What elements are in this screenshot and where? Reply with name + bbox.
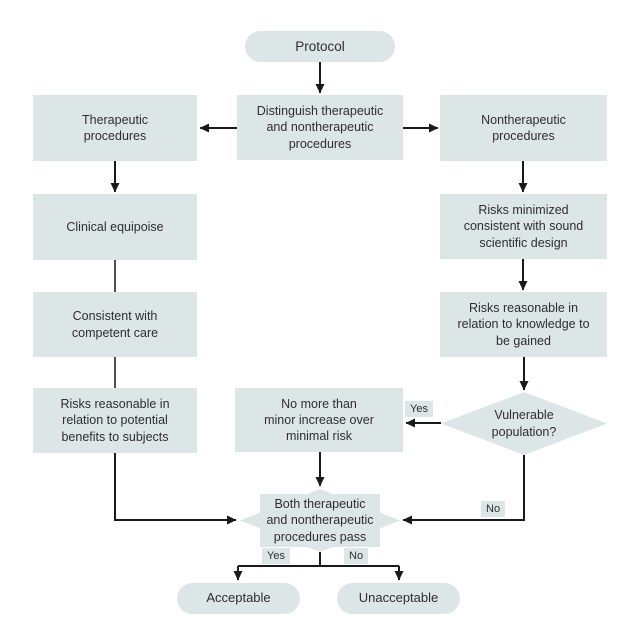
node-label: Unacceptable [358,590,439,606]
node-distinguish-procedures: Distinguish therapeutic and nontherapeut… [237,95,403,160]
node-clinical-equipoise: Clinical equipoise [33,194,197,260]
node-label: No more than minor increase over minimal… [264,396,374,444]
node-risks-benefits: Risks reasonable in relation to potentia… [33,388,197,453]
node-label: Vulnerable population? [491,408,557,439]
edge-label-vulnerable-no: No [481,501,506,518]
node-unacceptable: Unacceptable [337,583,460,614]
node-label: Risks minimized consistent with sound sc… [463,203,584,250]
edge-label-vulnerable-yes: Yes [405,401,433,418]
node-nontherapeutic-procedures: Nontherapeutic procedures [440,95,607,161]
node-risks-knowledge: Risks reasonable in relation to knowledg… [440,292,607,357]
node-label: Both therapeutic and nontherapeutic proc… [260,494,380,547]
connector-vulnerable-no-both-pass [402,455,525,525]
edge-label-pass-yes: Yes [262,548,290,565]
node-protocol: Protocol [245,31,395,62]
node-label: Risks reasonable in relation to knowledg… [457,301,590,348]
node-label: Risks reasonable in relation to potentia… [60,397,170,444]
node-acceptable: Acceptable [177,583,300,614]
decision-both-pass: Both therapeutic and nontherapeutic proc… [240,489,400,552]
node-therapeutic-procedures: Therapeutic procedures [33,95,197,161]
node-minor-increase: No more than minor increase over minimal… [235,388,403,452]
decision-vulnerable-population: Vulnerable population? [441,392,607,455]
node-label: Therapeutic procedures [81,112,148,143]
node-competent-care: Consistent with competent care [33,292,197,357]
node-label: Consistent with competent care [71,309,159,340]
edge-label-pass-no: No [344,548,369,565]
node-label: Protocol [295,38,345,54]
node-label: Acceptable [206,590,271,606]
node-label: Nontherapeutic procedures [481,112,566,143]
node-label: Distinguish therapeutic and nontherapeut… [256,104,384,151]
connector-risks-benefits-both-pass [114,453,237,525]
node-label: Clinical equipoise [66,219,164,234]
node-risks-minimized: Risks minimized consistent with sound sc… [440,194,607,259]
